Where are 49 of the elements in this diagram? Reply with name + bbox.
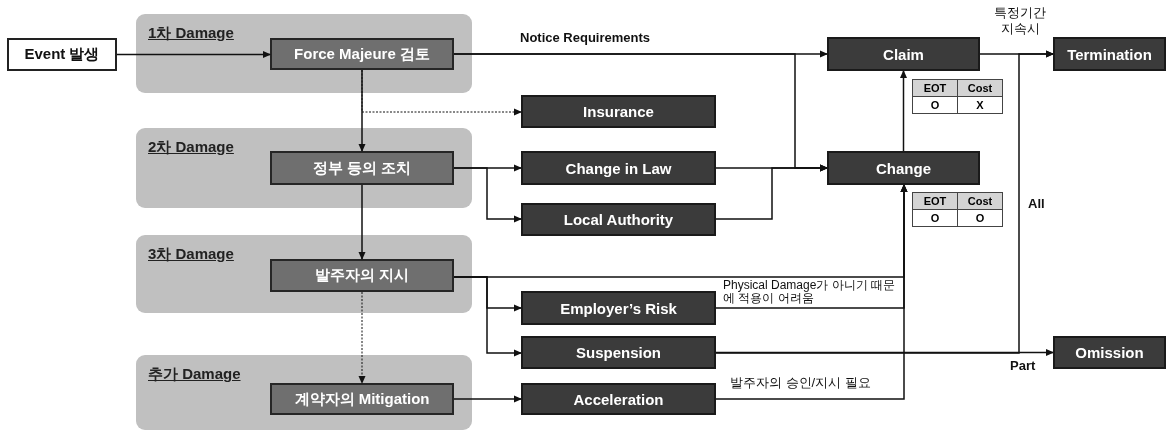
arrow xyxy=(715,184,908,400)
header-cell: EOT xyxy=(912,79,958,97)
stage-band xyxy=(136,235,472,313)
table-cell: X xyxy=(957,96,1003,114)
arrow xyxy=(116,51,271,58)
outcome-box: Acceleration xyxy=(521,383,716,415)
process-box: 계약자의 Mitigation xyxy=(270,383,454,415)
arrow xyxy=(453,395,522,403)
stage-band xyxy=(136,128,472,208)
arrow xyxy=(900,70,907,152)
stage-heading: 3차 Damage xyxy=(148,245,234,264)
outcome-box: Claim xyxy=(827,37,980,71)
edge-label: 특정기간 지속시 xyxy=(993,5,1047,37)
stage-heading: 2차 Damage xyxy=(148,138,234,157)
edge-label: Physical Damage가 아니기 때문에 적용이 어려움 xyxy=(723,279,897,306)
outcome-box: Change in Law xyxy=(521,151,716,185)
event-box: Event 발생 xyxy=(7,38,117,71)
stage-heading: 1차 Damage xyxy=(148,24,234,43)
arrow xyxy=(453,167,522,223)
header-cell: EOT xyxy=(912,192,958,210)
table-cell: O xyxy=(957,209,1003,227)
outcome-box: Omission xyxy=(1053,336,1166,369)
arrow xyxy=(715,164,828,220)
outcome-box: Local Authority xyxy=(521,203,716,236)
edge-label: 발주자의 승인/지시 필요 xyxy=(730,375,872,391)
header-cell: Cost xyxy=(957,79,1003,97)
outcome-box: Employer’s Risk xyxy=(521,291,716,325)
arrow xyxy=(358,69,366,152)
dashed-arrow xyxy=(361,69,522,116)
table-cell: O xyxy=(912,209,958,227)
outcome-box: Change xyxy=(827,151,980,185)
outcome-box: Termination xyxy=(1053,37,1166,71)
edge-label: Notice Requirements xyxy=(520,30,652,46)
arrow xyxy=(715,349,1054,356)
stage-band xyxy=(136,355,472,430)
process-box: 정부 등의 조치 xyxy=(270,151,454,185)
process-box: 발주자의 지시 xyxy=(270,259,454,292)
table-cell: O xyxy=(912,96,958,114)
arrow xyxy=(715,50,1054,354)
edge-label: All xyxy=(1028,196,1046,212)
stage-band xyxy=(136,14,472,93)
outcome-box: Suspension xyxy=(521,336,716,369)
process-box: Force Majeure 검토 xyxy=(270,38,454,70)
arrow xyxy=(358,184,366,260)
outcome-box: Insurance xyxy=(521,95,716,128)
dashed-arrow xyxy=(358,291,366,384)
edge-label: Part xyxy=(1010,358,1037,374)
header-cell: Cost xyxy=(957,192,1003,210)
stage-heading: 추가 Damage xyxy=(148,365,241,384)
